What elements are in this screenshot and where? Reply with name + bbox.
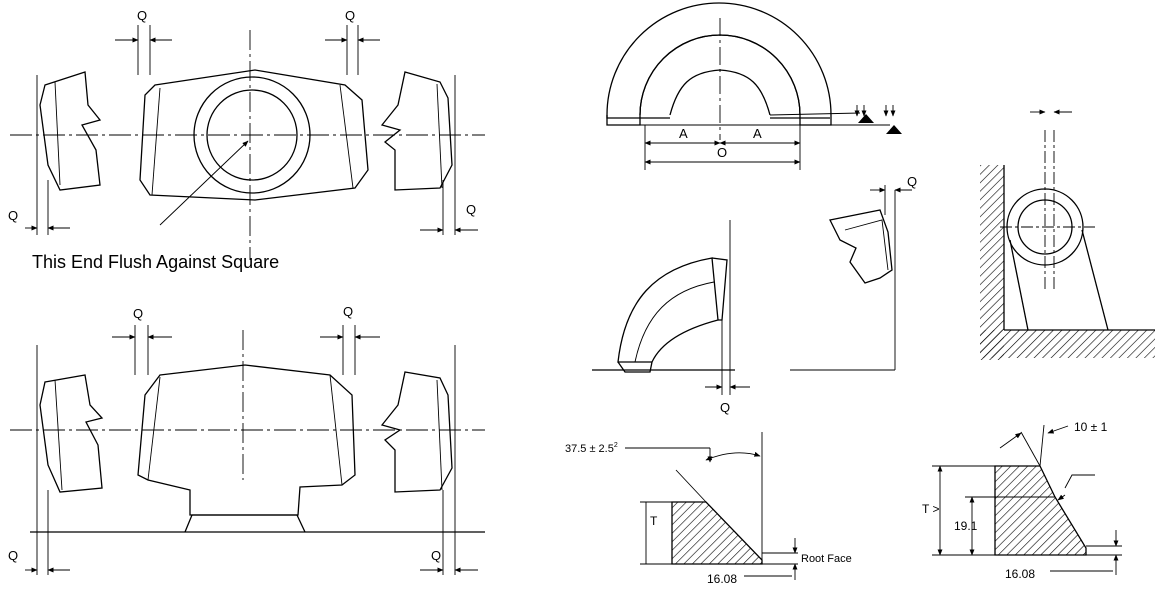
dim-o-label: O: [717, 145, 727, 160]
t-label: T: [650, 514, 658, 528]
stub-body: [829, 209, 893, 284]
square-fixture-view: [980, 109, 1155, 360]
stub-q-label: Q: [907, 174, 917, 189]
return-bend-view: A A O: [606, 2, 902, 170]
branch-tee-body: [137, 364, 356, 516]
elbow-end-face: [711, 257, 728, 321]
elbow-mid-arc: [634, 281, 715, 363]
q-label-bottom-left: Q: [8, 208, 18, 223]
dim-a-right-label: A: [753, 126, 762, 141]
branch-q-label-top-left: Q: [133, 306, 143, 321]
return-bend-face-line: [606, 115, 830, 119]
tee-body: [139, 69, 369, 201]
elbow-body: [617, 257, 719, 363]
tee-inner-circle: [206, 89, 298, 181]
t-greater-label: T >: [922, 502, 939, 516]
tee-left-bevel-line: [151, 87, 161, 196]
bevel-detail-compound: 10 ± 1 T > 19.1 16.08: [922, 420, 1122, 581]
bevel-angle-arc: [705, 451, 761, 461]
branch-q-label-bottom-right: Q: [431, 548, 441, 563]
bevel-detail-standard: 37.5 ± 2.52 T Root Face 16.08: [565, 432, 852, 586]
right-pipe-stub: [380, 71, 453, 191]
bevel-section-hatch: [671, 501, 763, 565]
land-label-2: 16.08: [1005, 567, 1035, 581]
bevel-angle-label: 37.5 ± 2.52: [565, 442, 618, 455]
compound-angle-arrow-left: [999, 432, 1022, 449]
q-label-top-left: Q: [137, 8, 147, 23]
fixture-right-support: [1081, 229, 1109, 331]
fixture-left-support: [1009, 239, 1029, 331]
elbow-q-label: Q: [720, 400, 730, 415]
compound-radius-leader: [1064, 474, 1095, 489]
tee-branch-view: Q Q Q Q: [8, 304, 485, 575]
compound-bevel-hatch: [994, 465, 1087, 556]
return-bend-plane-line-a: [769, 112, 861, 116]
flush-leader-arrow: [159, 140, 249, 226]
left-pipe-stub: [39, 71, 102, 191]
tee-right-bevel-line: [339, 84, 354, 189]
tee-outer-circle: [193, 76, 311, 194]
compound-angle-arrow-right: [1047, 425, 1069, 434]
compound-bevel-vertical-line: [1039, 424, 1045, 467]
compound-radius-arrow: [1057, 494, 1066, 501]
fixture-floor-hatch: [980, 330, 1155, 358]
flush-caption: This End Flush Against Square: [32, 252, 279, 272]
dim-19-1-label: 19.1: [954, 519, 978, 533]
level-triangle-1: [858, 114, 874, 123]
root-face-label: Root Face: [801, 553, 852, 565]
branch-left-pipe-stub: [39, 374, 104, 493]
branch-outlet-lip: [184, 514, 306, 533]
branch-q-label-bottom-left: Q: [8, 548, 18, 563]
right-pipe-inner-line: [436, 83, 443, 189]
branch-right-pipe-stub: [380, 371, 453, 493]
left-pipe-inner-line: [54, 81, 61, 186]
q-label-bottom-right: Q: [466, 202, 476, 217]
compound-bevel-angle-line: [1020, 431, 1041, 467]
q-label-top-right: Q: [345, 8, 355, 23]
dim-a-left-label: A: [679, 126, 688, 141]
fixture-wall-hatch: [980, 165, 1004, 360]
branch-left-pipe-inner: [54, 379, 63, 491]
tee-flush-end-view: Q Q Q Q This End Flush Against Square: [8, 8, 485, 272]
compound-angle-label: 10 ± 1: [1074, 420, 1108, 434]
land-label-1: 16.08: [707, 572, 737, 586]
branch-left-bevel: [147, 376, 161, 481]
branch-right-bevel: [329, 374, 343, 486]
stub-inner-line: [844, 219, 889, 271]
angled-stub-view: Q: [790, 174, 917, 371]
branch-q-label-top-right: Q: [343, 304, 353, 319]
level-triangle-2: [886, 125, 902, 134]
bevel-angle-line: [675, 469, 707, 503]
elbow-view: Q: [592, 220, 750, 415]
elbow-foot: [617, 361, 653, 373]
branch-right-pipe-inner: [436, 379, 443, 491]
